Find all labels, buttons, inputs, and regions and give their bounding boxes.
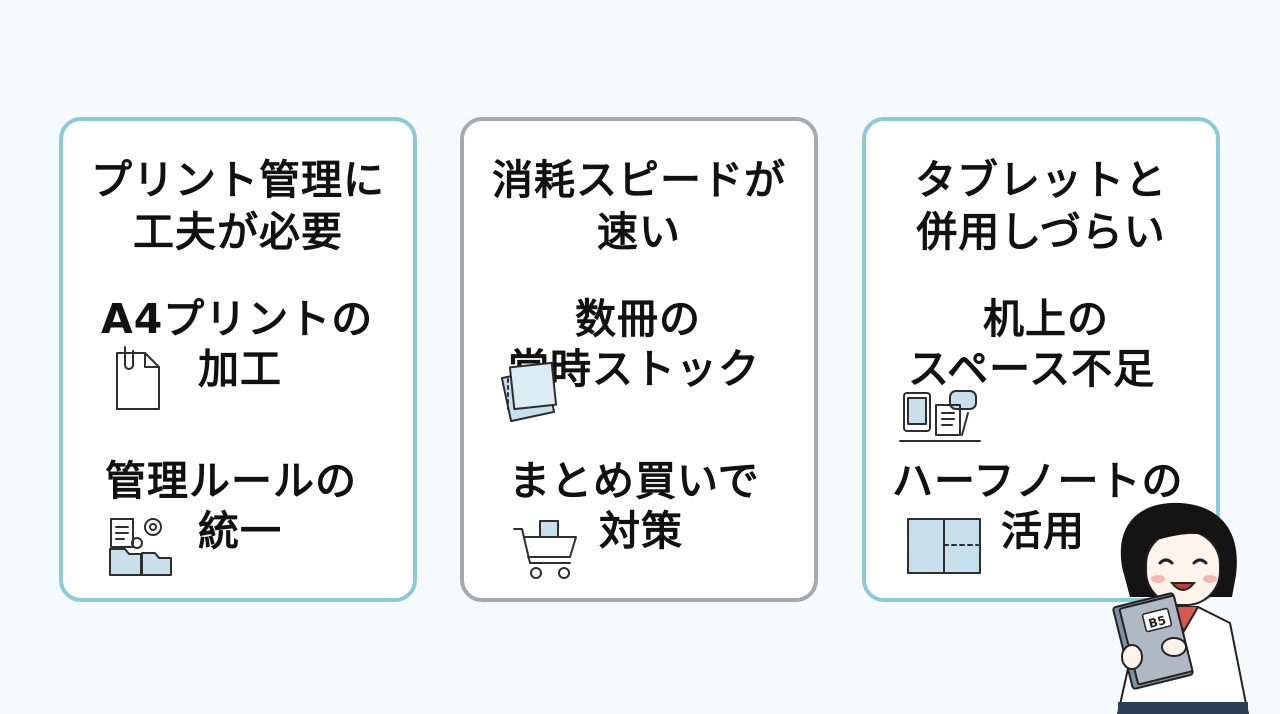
shopping-cart-icon bbox=[513, 520, 577, 579]
card-title: タブレットと 併用しづらい bbox=[915, 156, 1167, 256]
student-character: B5 bbox=[1112, 502, 1250, 714]
item-line: ハーフノートの bbox=[892, 457, 1184, 505]
card-consumption-speed: 消耗スピードが 速い 数冊の 常時ストック まとめ買いで 対策 bbox=[460, 117, 818, 602]
card-print-management: プリント管理に 工夫が必要 A4プリントの 加工 管理ルールの 統一 bbox=[59, 117, 417, 602]
desk-items-icon bbox=[899, 390, 981, 442]
item-line: 加工 bbox=[198, 345, 282, 393]
item-line: 統一 bbox=[198, 507, 282, 555]
item-line: 数冊の bbox=[575, 295, 701, 343]
item-line: まとめ買いで bbox=[509, 457, 760, 505]
notebook-stack-icon bbox=[500, 361, 558, 423]
half-notebook-icon bbox=[907, 518, 981, 574]
document-clip-icon bbox=[116, 346, 160, 410]
item-line: A4プリントの bbox=[101, 295, 374, 343]
item-line: 対策 bbox=[599, 507, 683, 555]
item-line: スペース不足 bbox=[908, 345, 1156, 393]
card-tablet-compatibility: タブレットと 併用しづらい 机上の スペース不足 ハーフノートの 活用 bbox=[862, 117, 1220, 602]
card-title: 消耗スピードが 速い bbox=[492, 156, 786, 256]
card-title: プリント管理に 工夫が必要 bbox=[91, 156, 385, 256]
item-line: 活用 bbox=[1001, 507, 1085, 555]
item-line: 机上の bbox=[983, 295, 1109, 343]
item-line: 管理ルールの bbox=[105, 457, 357, 505]
folder-gear-icon bbox=[109, 518, 172, 576]
notebook-label: B5 bbox=[1147, 613, 1167, 631]
